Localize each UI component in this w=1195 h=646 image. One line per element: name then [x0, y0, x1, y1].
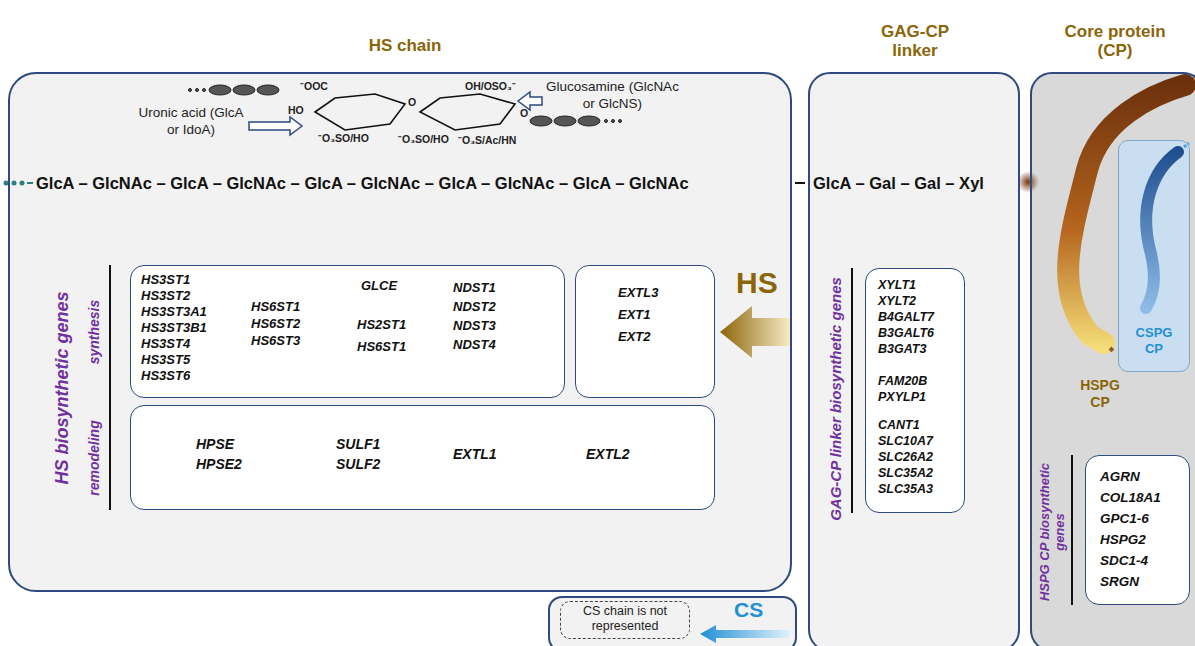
cs-arrow	[700, 625, 790, 643]
chain-gene-box: EXTL3 EXT1 EXT2	[575, 265, 715, 398]
panel-heading: HS chain	[350, 36, 460, 55]
panel-fill	[1118, 140, 1190, 372]
panel-heading: GAG-CP linker	[870, 22, 960, 60]
linker-gene-box: XYLT1 XYLT2 B4GALT7 B3GALT6 B3GAT3FAM20B…	[865, 268, 965, 513]
arrow-label: HS	[736, 266, 778, 300]
gene-list: HS2ST1 HS6ST1	[357, 314, 406, 358]
arrow-label: CS	[734, 598, 763, 622]
hspg-core-protein-tail	[1110, 72, 1195, 352]
gene-list: SULF1 SULF2	[336, 434, 380, 474]
gene-list: XYLT1 XYLT2 B4GALT7 B3GALT6 B3GAT3	[878, 277, 934, 357]
gene-list: EXTL2	[586, 446, 630, 462]
gene-list: HPSE HPSE2	[196, 434, 242, 474]
chemical-group: HO	[288, 104, 304, 116]
vertical-heading: remodeling	[86, 420, 102, 495]
linker-panel: GAG-CP linkerGAG-CP linker biosynthetic …	[808, 72, 1020, 646]
chemical-group: ⁻OOC	[300, 80, 328, 92]
panel-fill	[808, 72, 1020, 646]
remodeling-gene-box: HPSE HPSE2 SULF1 SULF2 EXTL1 EXTL2	[130, 405, 715, 510]
cspg-core-protein-tail	[1184, 143, 1189, 147]
panel-heading: Core protein (CP)	[1055, 22, 1175, 60]
hspg-gene-box: AGRN COL18A1 GPC1-6 HSPG2 SDC1-4 SRGN	[1085, 455, 1190, 605]
gene-list: EXTL1	[453, 446, 497, 462]
attachment-dot	[1017, 171, 1039, 193]
hs-chain-panel: HS chainHS3ST1 HS3ST2 HS3ST3A1 HS3ST3B1 …	[8, 72, 792, 592]
gene-list: CANT1 SLC10A7 SLC26A2 SLC35A2 SLC35A3	[878, 417, 933, 497]
chemical-group: O	[408, 96, 416, 108]
bracket-lines	[110, 265, 1072, 605]
chemical-group: ⁻O₃SO/HO	[398, 133, 449, 145]
protein-label: CSPG CP	[1127, 325, 1181, 357]
chemical-group: ⁻O₃S/Ac/HN	[458, 134, 516, 146]
gene-list: NDST1 NDST2 NDST3 NDST4	[453, 278, 496, 354]
chemical-group: O	[520, 107, 528, 119]
chain-bonds	[795, 182, 805, 184]
hs-arrow	[720, 306, 790, 358]
vertical-heading: synthesis	[86, 300, 102, 365]
cspg-core-protein	[1146, 152, 1178, 308]
chain-sequence: GlcA – Gal – Gal – Xyl	[813, 173, 984, 193]
gene-list: AGRN COL18A1 GPC1-6 HSPG2 SDC1-4 SRGN	[1100, 466, 1161, 592]
synthesis-gene-box: HS3ST1 HS3ST2 HS3ST3A1 HS3ST3B1 HS3ST4 H…	[130, 265, 565, 398]
panel-fill	[1030, 72, 1195, 646]
gene-list: HS3ST1 HS3ST2 HS3ST3A1 HS3ST3B1 HS3ST4 H…	[141, 272, 207, 384]
structure-label: Glucosamine (GlcNAc or GlcNS)	[545, 78, 680, 112]
chemical-group: ⁻O₃SO/HO	[318, 132, 369, 144]
cspg-box: CSPG CP	[1118, 140, 1190, 372]
vertical-heading: GAG-CP linker biosynthetic genes	[828, 277, 844, 521]
hspg-core-protein	[1068, 85, 1185, 343]
vertical-heading: HS biosynthetic genes	[52, 291, 72, 484]
note-text: CS chain is not represented	[565, 604, 685, 634]
cs-box: CS CS chain is not represented	[548, 596, 797, 646]
protein-label: HSPG CP	[1070, 377, 1130, 411]
panel-fill	[548, 596, 797, 646]
hollow-arrows	[249, 92, 542, 135]
chain-sequence: GlcA – GlcNAc – GlcA – GlcNAc – GlcA – G…	[36, 173, 689, 193]
chemical-group: OH/OSO₃⁻	[465, 80, 516, 92]
gene-list: FAM20B PXYLP1	[878, 373, 927, 405]
structure-label: Uronic acid (GlcA or IdoA)	[135, 104, 247, 138]
gene-list: EXTL3 EXT1 EXT2	[618, 282, 658, 348]
panel-fill	[8, 72, 792, 592]
cs-dashed-box: CS chain is not represented	[560, 601, 690, 639]
gene-list: GLCE	[361, 278, 397, 294]
vertical-heading: HSPG CP biosynthetic genes	[1037, 457, 1067, 607]
gene-list: HS6ST1 HS6ST2 HS6ST3	[251, 298, 300, 349]
sugar-rings	[315, 94, 515, 130]
core-protein-panel: Core protein (CP)HSPG CPHSPG CP biosynth…	[1030, 72, 1195, 646]
